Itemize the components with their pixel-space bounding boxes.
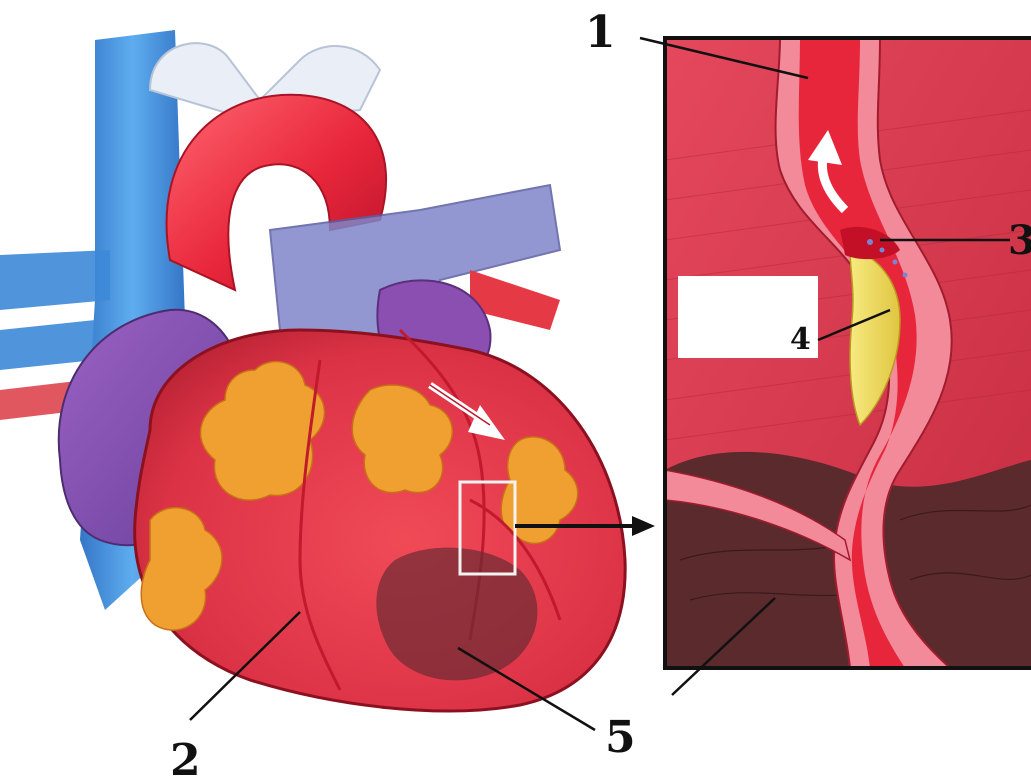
infarct-area bbox=[376, 548, 537, 681]
label-3: 3 bbox=[1008, 217, 1031, 264]
label-4: 4 bbox=[790, 322, 811, 357]
artery-inset bbox=[665, 38, 1031, 668]
label-5: 5 bbox=[605, 712, 636, 763]
label-1: 1 bbox=[585, 7, 616, 58]
label-2: 2 bbox=[170, 735, 201, 780]
heart-illustration bbox=[0, 30, 655, 711]
